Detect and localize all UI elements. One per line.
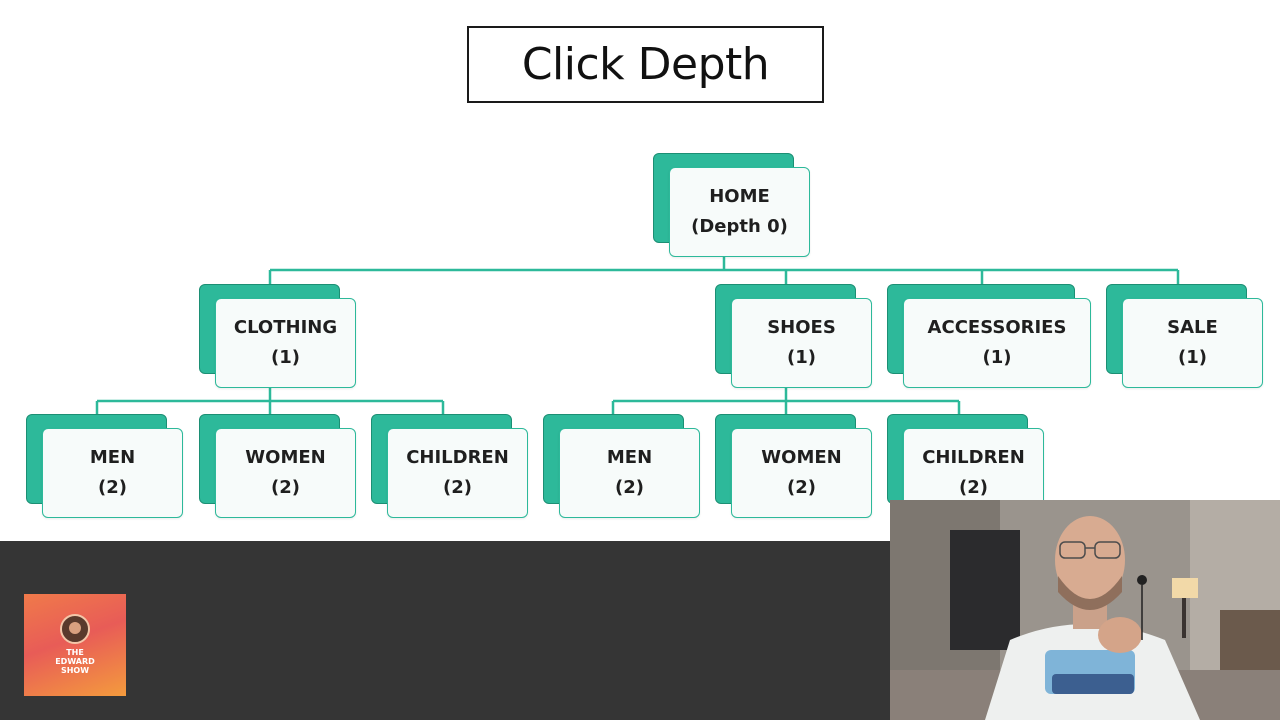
- node-name: CHILDREN: [922, 447, 1025, 468]
- logo-line-2: EDWARD: [55, 657, 95, 666]
- slide: Click Depth HOME (: [26, 26, 1263, 518]
- node-depth: (2): [615, 477, 644, 498]
- node-name: CHILDREN: [406, 447, 509, 468]
- node-depth: (2): [787, 477, 816, 498]
- node-name: SHOES: [767, 317, 836, 338]
- node-name: HOME: [709, 186, 770, 207]
- tree-connectors: [95, 256, 1180, 414]
- node-depth: (1): [271, 347, 300, 368]
- node-name: WOMEN: [245, 447, 326, 468]
- node-name: MEN: [606, 447, 653, 468]
- logo-text: THE EDWARD SHOW: [55, 648, 95, 675]
- node-depth: (2): [959, 477, 988, 498]
- node-depth: (2): [271, 477, 300, 498]
- node-depth: (Depth 0): [691, 216, 788, 237]
- slide-title: Click Depth: [521, 39, 770, 90]
- node-name: WOMEN: [761, 447, 842, 468]
- node-depth: (1): [982, 347, 1012, 368]
- node-name: CLOTHING: [233, 317, 338, 338]
- node-name: MEN: [89, 447, 136, 468]
- node-depth: (1): [787, 347, 816, 368]
- logo-line-1: THE: [66, 648, 84, 657]
- node-name: SALE: [1167, 317, 1218, 338]
- node-depth: (1): [1178, 347, 1207, 368]
- slide-title-box: Click Depth: [467, 26, 824, 103]
- node-name: ACCESSORIES: [927, 317, 1067, 338]
- host-avatar-icon: [60, 614, 90, 644]
- presenter-webcam: [890, 500, 1280, 720]
- logo-line-3: SHOW: [60, 666, 90, 675]
- presenter-video-frame: [890, 500, 1280, 720]
- node-depth: (2): [98, 477, 127, 498]
- show-logo: THE EDWARD SHOW: [24, 594, 126, 696]
- node-depth: (2): [443, 477, 472, 498]
